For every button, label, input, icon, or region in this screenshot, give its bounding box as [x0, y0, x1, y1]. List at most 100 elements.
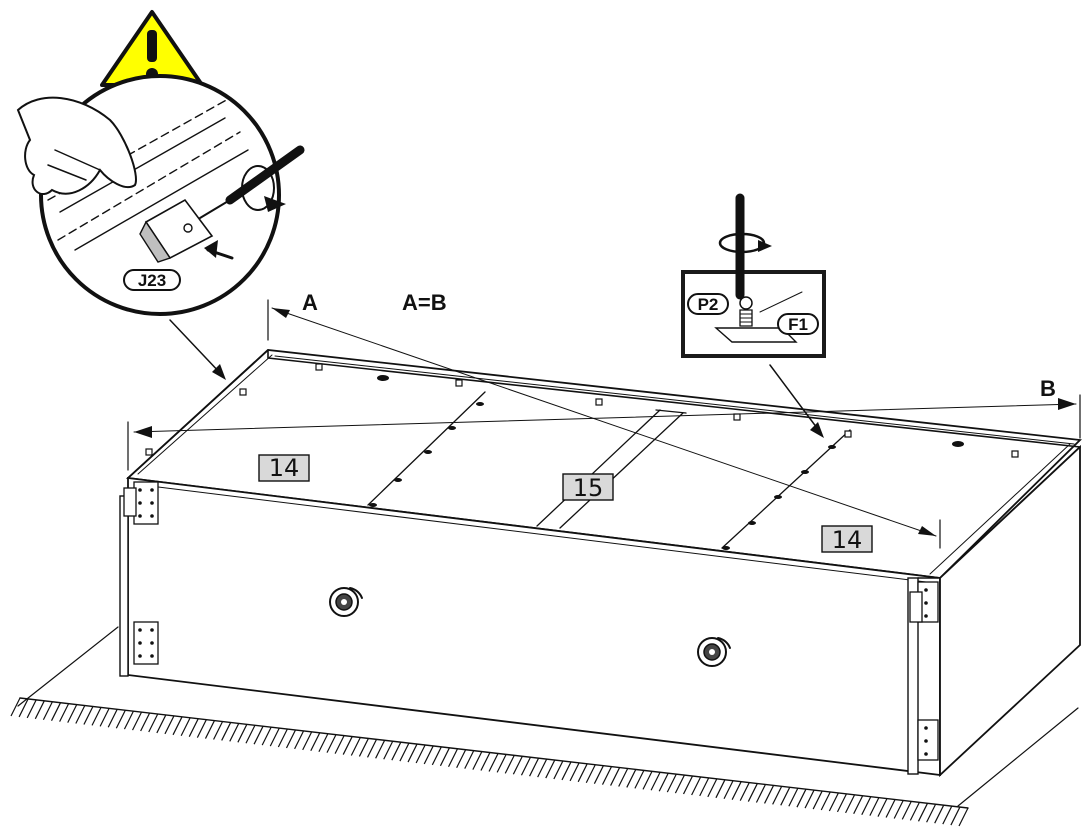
floor-hatch-mark	[83, 706, 94, 725]
floor-hatch-mark	[391, 741, 402, 761]
floor-hatch-mark	[253, 725, 264, 745]
floor-hatch-mark	[529, 757, 540, 777]
floor-hatch-mark	[196, 719, 207, 738]
floor-hatch-mark	[926, 803, 937, 823]
floor-hatch-mark	[91, 707, 102, 726]
floor-hatch-mark	[269, 727, 280, 747]
floor-hatch-mark	[67, 704, 78, 723]
floor-hatch-mark	[828, 792, 839, 812]
floor-hatch-mark	[115, 709, 126, 729]
floor-hatch-mark	[658, 772, 669, 792]
floor-hatch-mark	[318, 733, 329, 752]
floor-hatch-mark	[18, 698, 29, 718]
floor-hatch-mark	[277, 728, 288, 748]
floor-hatch-mark	[537, 758, 548, 778]
floor-hatch-mark	[723, 780, 734, 800]
floor-hatch-mark	[626, 769, 637, 788]
hinge-plate	[909, 581, 939, 623]
floor-hatch-mark	[788, 787, 799, 807]
floor-hatch-mark	[415, 744, 426, 764]
floor-hatch-mark	[512, 756, 523, 775]
label-a: A	[302, 290, 318, 315]
floor-hatch-mark	[682, 775, 694, 795]
floor-hatch-mark	[755, 784, 766, 803]
floor-hatch-mark	[294, 730, 305, 750]
floor-hatch-mark	[480, 752, 491, 771]
floor-hatch-mark	[221, 722, 232, 741]
floor-hatch-mark	[545, 759, 556, 779]
floor-hatch-mark	[302, 731, 313, 751]
floor-hatch-mark	[601, 766, 613, 785]
floor-hatch-mark	[561, 761, 572, 781]
diagonal-measurement	[127, 299, 1081, 549]
floor-hatch-mark	[869, 797, 880, 816]
floor-hatch-mark	[164, 715, 175, 735]
floor-hatch-mark	[423, 745, 434, 765]
floor-hatch-mark	[796, 788, 807, 808]
floor-hatch-mark	[245, 724, 256, 744]
floor-hatch-mark	[472, 751, 483, 770]
floor-hatch-mark	[618, 768, 629, 787]
floor-hatch-mark	[804, 789, 815, 809]
floor-hatch-mark	[845, 794, 856, 814]
callout-p2: P2	[698, 295, 719, 314]
knob	[329, 587, 363, 617]
floor-hatch-mark	[123, 710, 134, 730]
floor-hatch-mark	[375, 740, 386, 759]
floor-hatch-mark	[366, 739, 378, 758]
floor-hatch-mark	[59, 703, 70, 722]
hinge-plate	[917, 719, 939, 761]
floor-hatch-mark	[853, 795, 864, 815]
part-number-right: 14	[832, 526, 863, 554]
floor-hatch-mark	[75, 705, 86, 724]
floor-hatch-mark	[772, 786, 783, 805]
floor-hatch-mark	[172, 716, 183, 736]
floor-hatch-mark	[699, 777, 710, 797]
floor-hatch-mark	[399, 742, 410, 762]
part-tag-14-left: 14	[258, 454, 310, 482]
floor-hatch-mark	[261, 726, 272, 746]
floor-hatch-mark	[674, 774, 685, 794]
floor	[10, 626, 1079, 827]
floor-hatch-mark	[213, 721, 224, 740]
floor-hatch-mark	[285, 729, 297, 749]
floor-hatch-mark	[958, 807, 969, 827]
hinge-plate	[123, 481, 159, 525]
floor-hatch-mark	[836, 793, 847, 813]
floor-hatch-mark	[634, 770, 645, 789]
part-number-left: 14	[269, 454, 300, 482]
floor-hatch-mark	[107, 709, 118, 728]
floor-hatch-mark	[780, 787, 791, 806]
floor-hatch-mark	[342, 736, 353, 755]
floor-hatch-mark	[34, 700, 45, 720]
floor-hatch-mark	[901, 801, 912, 820]
floor-hatch-mark	[464, 750, 475, 769]
floor-hatch-mark	[747, 783, 758, 802]
floor-hatch-mark	[934, 804, 945, 824]
floor-hatch-mark	[439, 747, 450, 767]
floor-hatch-mark	[885, 799, 896, 818]
floor-hatch-mark	[310, 732, 321, 752]
detail-box-screw: P2 F1	[681, 193, 826, 358]
floor-hatch-mark	[496, 754, 507, 773]
floor-hatch-mark	[188, 718, 199, 737]
floor-hatch-mark	[917, 803, 929, 822]
panel-seams	[145, 363, 1019, 550]
floor-hatch-mark	[642, 771, 653, 790]
floor-hatch-mark	[180, 717, 191, 737]
floor-hatch-mark	[383, 740, 394, 760]
part-tag-15-center: 15	[562, 473, 614, 502]
floor-hatch-mark	[132, 711, 143, 731]
floor-hatch-mark	[10, 697, 21, 717]
part-number-center: 15	[573, 474, 604, 502]
floor-hatch-mark	[50, 702, 62, 721]
floor-hatch-mark	[666, 773, 677, 793]
knob	[697, 637, 731, 667]
floor-hatch-mark	[691, 776, 702, 796]
floor-hatch-mark	[893, 800, 904, 819]
floor-hatch-mark	[707, 778, 718, 798]
floor-hatch-mark	[909, 802, 920, 821]
floor-hatch-mark	[148, 713, 159, 733]
floor-hatch-mark	[42, 701, 53, 721]
